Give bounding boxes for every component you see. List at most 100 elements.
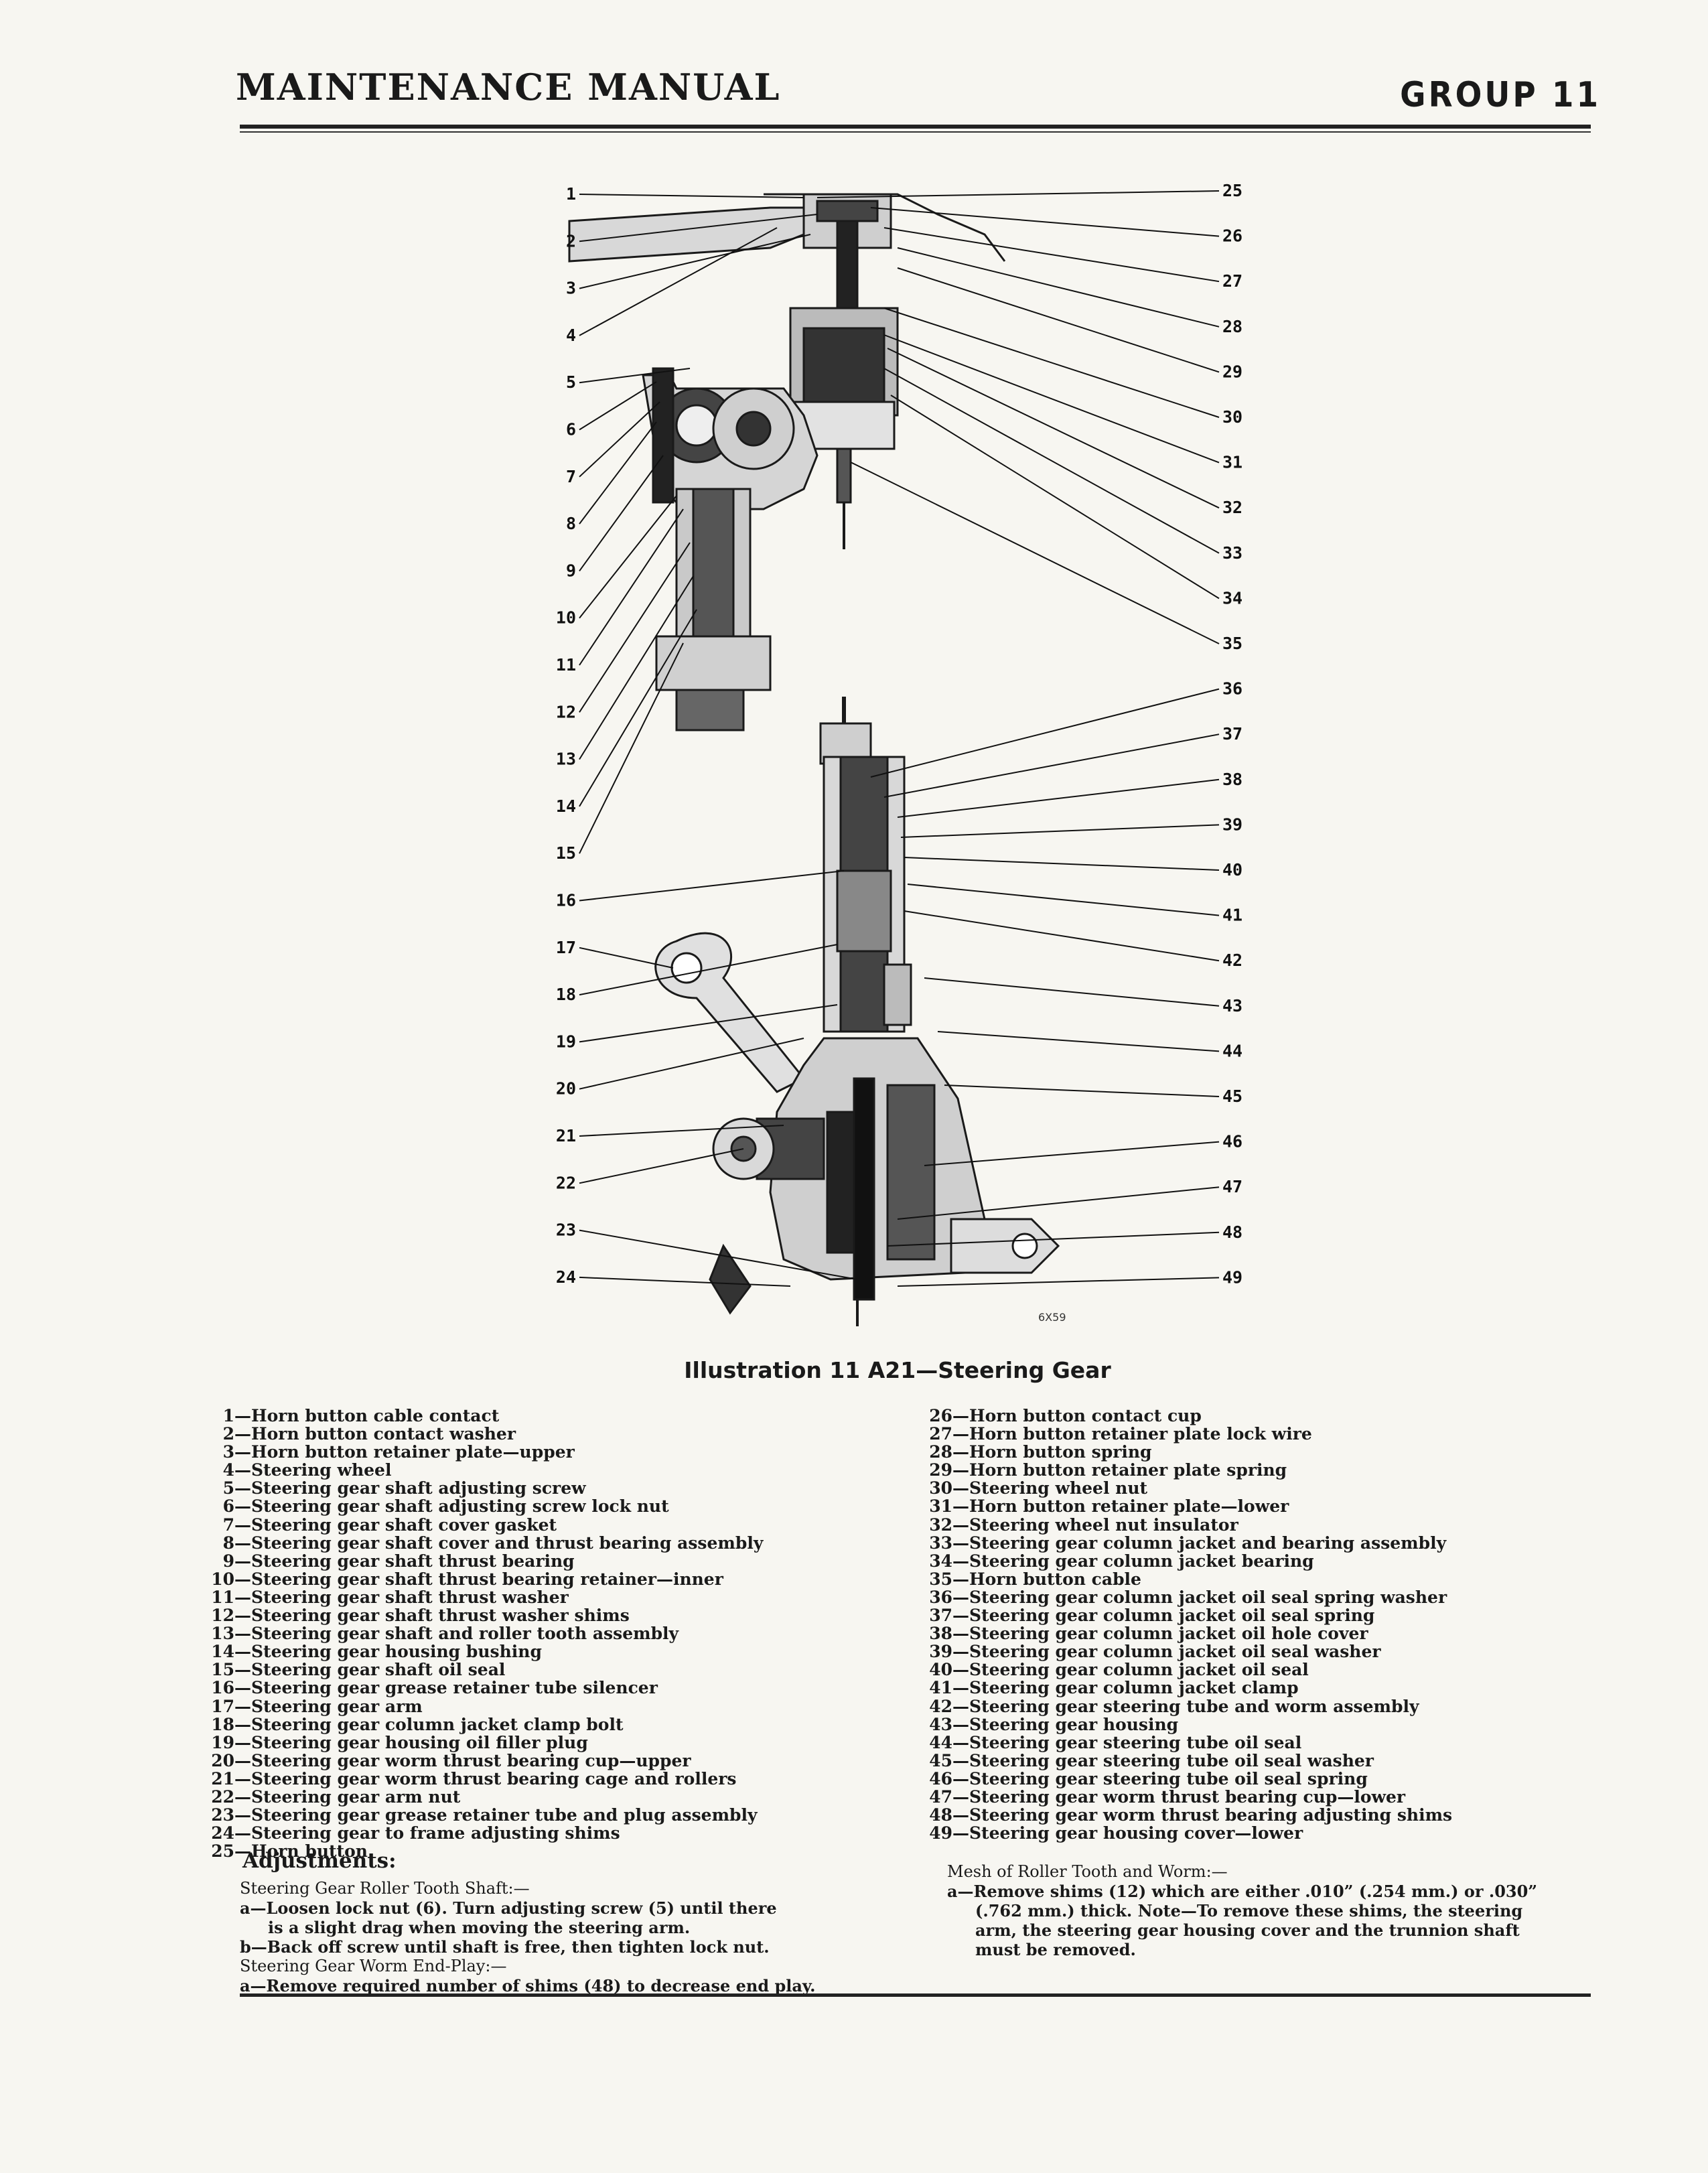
legend-dash: —	[234, 1424, 251, 1444]
legend-item: 28—Horn button spring	[919, 1443, 1452, 1461]
legend-text: Steering gear arm nut	[251, 1786, 461, 1807]
leader-line	[816, 190, 1220, 198]
leader-line	[904, 857, 1220, 871]
callout-label: 2	[566, 231, 576, 251]
callout-label: 32	[1222, 498, 1242, 517]
legend-number: 17	[211, 1696, 234, 1716]
leader-line	[850, 462, 1220, 644]
leader-line	[579, 508, 684, 666]
legend-text: Horn button contact washer	[251, 1424, 516, 1444]
legend-item: 10—Steering gear shaft thrust bearing re…	[201, 1570, 763, 1588]
legend-item: 35—Horn button cable	[919, 1570, 1452, 1588]
legend-dash: —	[952, 1714, 969, 1734]
legend-number: 34	[929, 1551, 952, 1571]
legend-number: 27	[929, 1424, 952, 1444]
callout-label: 17	[556, 938, 576, 957]
legend-dash: —	[952, 1424, 969, 1444]
legend-item: 42—Steering gear steering tube and worm …	[919, 1697, 1452, 1715]
callout-label: 3	[566, 279, 576, 298]
legend-text: Steering gear steering tube oil seal	[969, 1732, 1302, 1752]
callout-label: 27	[1222, 271, 1242, 291]
legend-number: 35	[929, 1569, 952, 1589]
legend-text: Horn button cable contact	[251, 1406, 500, 1425]
legend-number: 40	[929, 1660, 952, 1680]
legend-text: Steering gear shaft thrust bearing retai…	[251, 1569, 723, 1589]
leader-line	[579, 368, 691, 384]
legend-dash: —	[952, 1606, 969, 1626]
legend-dash: —	[952, 1805, 969, 1825]
legend-text: Steering gear arm	[251, 1696, 423, 1716]
leader-line	[579, 1038, 804, 1090]
legend-text: Horn button retainer plate spring	[969, 1460, 1287, 1480]
legend-dash: —	[234, 1606, 251, 1626]
callout-label: 6	[566, 420, 576, 439]
legend-dash: —	[952, 1478, 969, 1498]
legend-item: 3—Horn button retainer plate—upper	[201, 1443, 763, 1461]
figure-caption: Illustration 11 A21—Steering Gear	[684, 1357, 1111, 1383]
legend-text: Steering wheel nut	[969, 1478, 1148, 1498]
legend-item: 22—Steering gear arm nut	[201, 1788, 763, 1806]
legend-number: 31	[929, 1496, 952, 1517]
legend-dash: —	[234, 1841, 251, 1862]
leader-line	[579, 1229, 858, 1280]
legend-dash: —	[952, 1533, 969, 1553]
legend-item: 5—Steering gear shaft adjusting screw	[201, 1479, 763, 1497]
leader-line	[897, 1186, 1220, 1220]
legend-text: Steering gear shaft thrust washer shims	[251, 1606, 630, 1626]
legend-item: 12—Steering gear shaft thrust washer shi…	[201, 1606, 763, 1624]
legend-dash: —	[952, 1515, 969, 1535]
legend-number: 18	[211, 1714, 234, 1734]
legend-number: 33	[929, 1533, 952, 1553]
legend-number: 21	[211, 1768, 234, 1789]
mesh-step-a-cont-3: must be removed.	[975, 1940, 1136, 1959]
legend-text: Steering gear housing bushing	[251, 1642, 542, 1662]
legend-item: 38—Steering gear column jacket oil hole …	[919, 1624, 1452, 1642]
legend-text: Steering gear column jacket clamp	[969, 1678, 1299, 1698]
callout-label: 8	[566, 514, 576, 533]
header-rule	[240, 125, 1591, 129]
legend-item: 47—Steering gear worm thrust bearing cup…	[919, 1788, 1452, 1806]
leader-line	[883, 334, 1220, 464]
legend-number: 29	[929, 1460, 952, 1480]
legend-item: 2—Horn button contact washer	[201, 1425, 763, 1443]
legend-item: 31—Horn button retainer plate—lower	[919, 1497, 1452, 1515]
legend-text: Steering gear shaft oil seal	[251, 1660, 506, 1680]
legend-item: 49—Steering gear housing cover—lower	[919, 1824, 1452, 1842]
legend-dash: —	[234, 1786, 251, 1807]
legend-number: 7	[222, 1515, 234, 1535]
legend-text: Steering gear column jacket oil seal spr…	[969, 1587, 1447, 1607]
legend-item: 43—Steering gear housing	[919, 1714, 1452, 1734]
legend-number: 1	[222, 1406, 234, 1425]
legend-number: 5	[222, 1478, 234, 1498]
legend-item: 40—Steering gear column jacket oil seal	[919, 1661, 1452, 1679]
callout-label: 39	[1222, 815, 1242, 834]
callout-label: 49	[1222, 1267, 1242, 1287]
legend-text: Steering gear shaft thrust bearing	[251, 1551, 575, 1571]
callout-label: 10	[556, 608, 576, 628]
leader-line	[579, 642, 684, 854]
legend-text: Steering gear worm thrust bearing adjust…	[969, 1805, 1453, 1825]
legend-item: 14—Steering gear housing bushing	[201, 1642, 763, 1661]
legend-item: 8—Steering gear shaft cover and thrust b…	[201, 1534, 764, 1552]
legend-dash: —	[234, 1496, 251, 1517]
legend-text: Steering gear column jacket oil hole cov…	[969, 1624, 1368, 1644]
callout-label: 42	[1222, 951, 1242, 970]
leader-line	[579, 1125, 784, 1137]
legend-item: 18—Steering gear column jacket clamp bol…	[201, 1714, 763, 1734]
mesh-step-a: a—Remove shims (12) which are either .01…	[947, 1882, 1538, 1901]
roller-shaft-heading: Steering Gear Roller Tooth Shaft:—	[240, 1879, 530, 1898]
legend-text: Horn button	[251, 1841, 368, 1862]
legend-number: 6	[222, 1496, 234, 1517]
manual-title: MAINTENANCE MANUAL	[236, 66, 781, 109]
legend-dash: —	[234, 1714, 251, 1734]
leader-line	[870, 688, 1220, 778]
legend-item: 33—Steering gear column jacket and beari…	[919, 1534, 1452, 1552]
callout-label: 30	[1222, 407, 1242, 427]
legend-dash: —	[234, 1823, 251, 1843]
callout-label: 1	[566, 184, 576, 204]
legend-item: 29—Horn button retainer plate spring	[919, 1461, 1452, 1479]
worm-step-a: a—Remove required number of shims (48) t…	[240, 1976, 816, 1995]
legend-number: 3	[222, 1442, 234, 1462]
legend-item: 46—Steering gear steering tube oil seal …	[919, 1770, 1452, 1788]
